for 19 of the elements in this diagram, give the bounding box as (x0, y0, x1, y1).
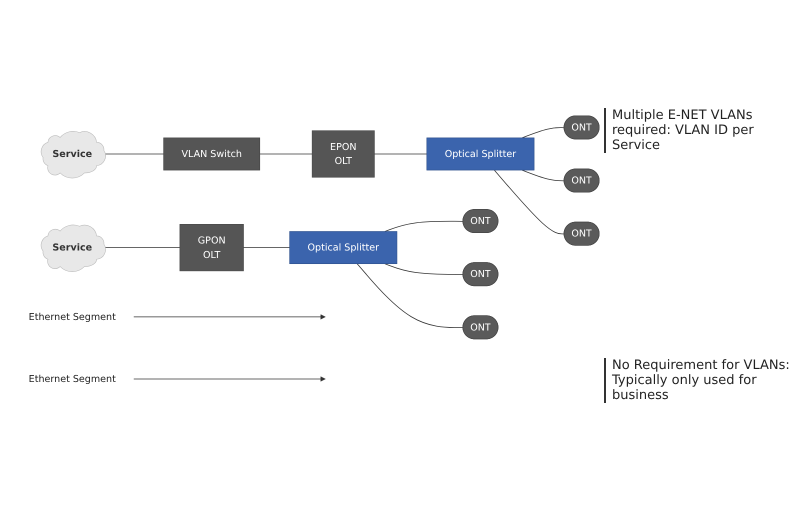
note-text: No Requirement for VLANs: Typically only used for business (604, 358, 794, 403)
node-box: VLAN Switch (163, 138, 260, 170)
connector-line (243, 247, 290, 248)
connector-line (356, 263, 464, 328)
node-box: EPON OLT (312, 130, 375, 178)
connector-line (522, 127, 565, 138)
connector-line (384, 263, 464, 275)
node-box: GPON OLT (180, 224, 244, 272)
node-text: Ethernet Segment (28, 310, 116, 322)
connector-line (494, 170, 565, 234)
connector-line (522, 170, 565, 182)
note-text: Multiple E-NET VLANs required: VLAN ID per Service (604, 108, 794, 154)
leader-line (133, 314, 326, 320)
connector-line (384, 220, 464, 232)
leader-line (133, 376, 326, 382)
node-box: Optical Splitter (289, 231, 398, 264)
node-text: Ethernet Segment (28, 373, 116, 384)
node-box: Optical Splitter (426, 138, 534, 170)
connector-line (104, 247, 180, 248)
